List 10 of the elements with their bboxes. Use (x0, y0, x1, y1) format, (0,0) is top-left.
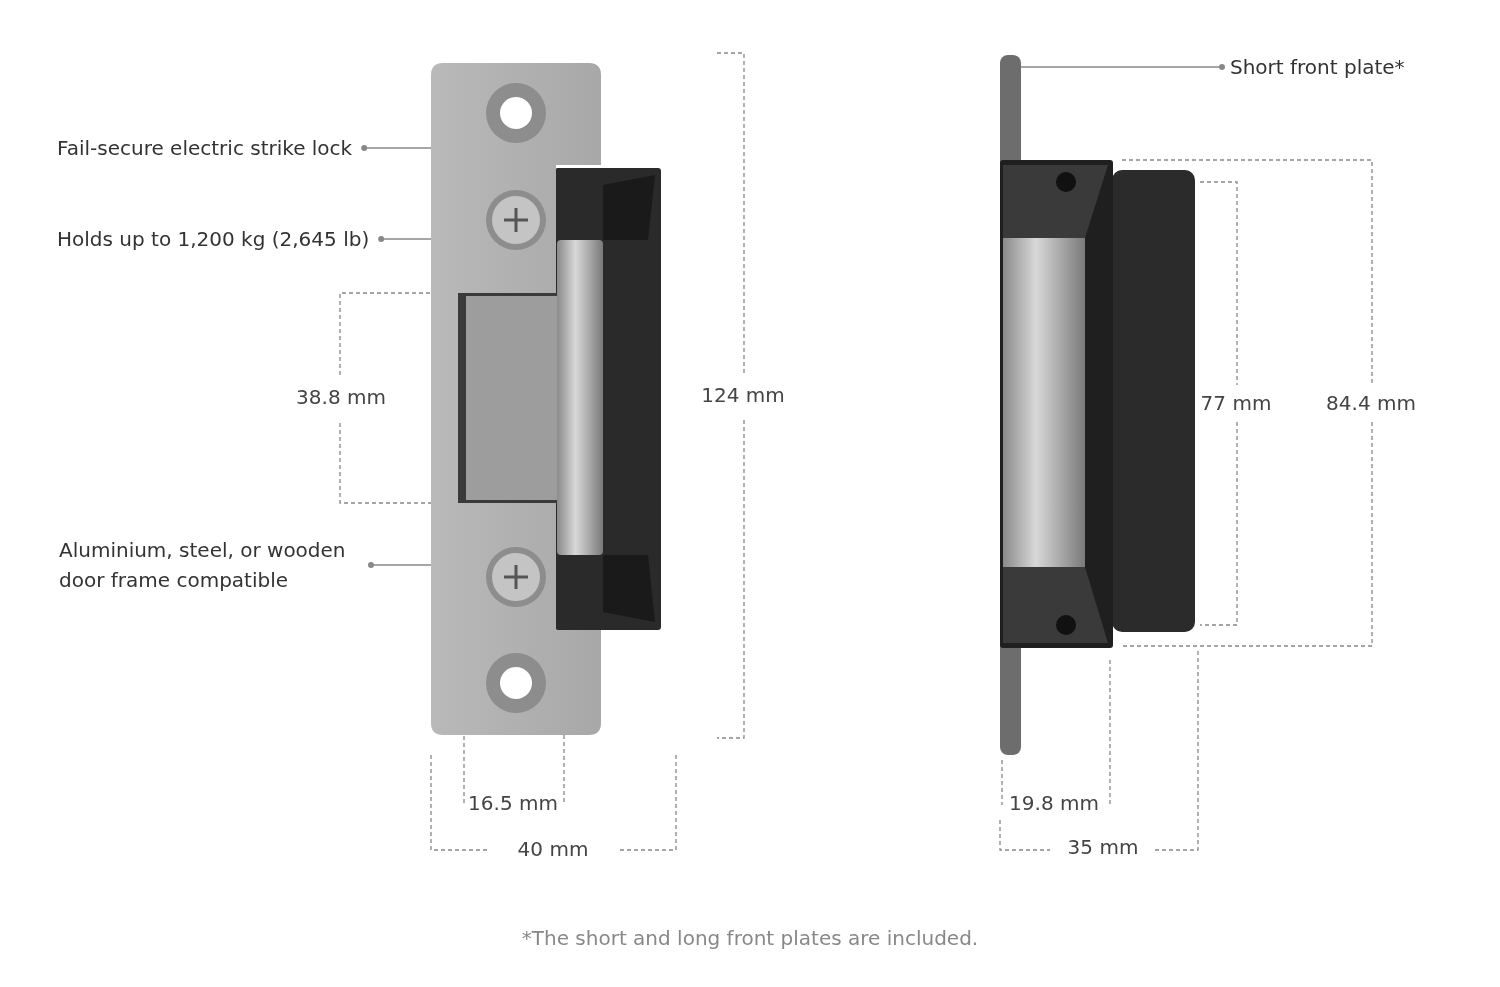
strike-plate-drawing (431, 63, 601, 735)
callout-text: Aluminium, steel, or wooden door frame compatible (59, 537, 347, 594)
leader-line (1020, 64, 1225, 70)
caption: *The short and long front plates are included. (520, 926, 980, 950)
callout-text: Holds up to 1,200 kg (2,645 lb) (57, 226, 370, 253)
callout-text: Short front plate* (1230, 54, 1405, 81)
leader-line (368, 562, 432, 568)
leader-line (378, 236, 432, 242)
callout-text: Fail-secure electric strike lock (57, 135, 353, 162)
leader-line (361, 145, 432, 151)
